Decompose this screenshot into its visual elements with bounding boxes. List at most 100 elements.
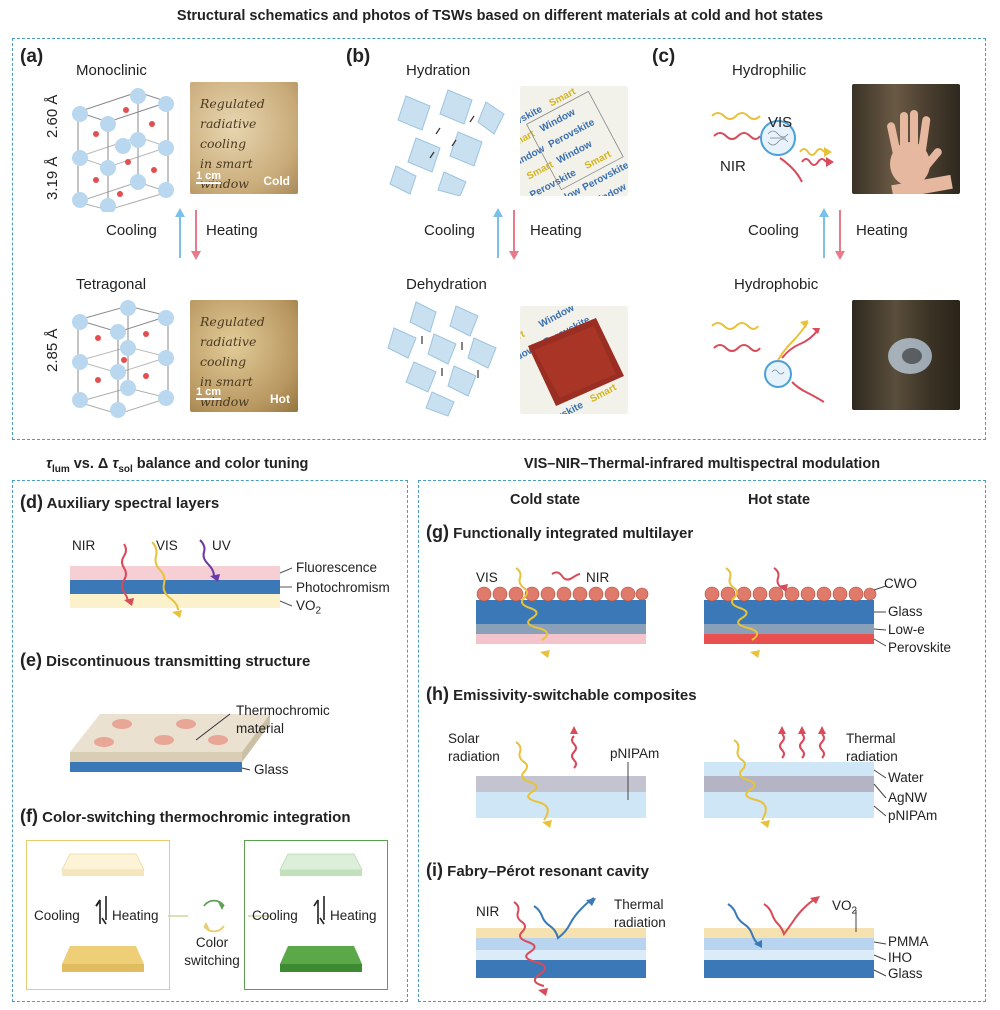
- right-section-heading: VIS–NIR–Thermal-infrared multispectral m…: [523, 456, 881, 472]
- panel-a-label: (a): [20, 46, 44, 67]
- panel-h-label: (h): [426, 684, 449, 704]
- panel-d-text: Auxiliary spectral layers: [46, 495, 220, 512]
- hydration-label: Hydration: [406, 62, 471, 79]
- a-cool-heat-arrows: [175, 208, 201, 260]
- cold-state-label: Cold state: [510, 492, 581, 508]
- b-cool-heat-arrows: [493, 208, 519, 260]
- color-switching-diagram: [61, 853, 363, 972]
- c-vis-label: VIS: [768, 114, 793, 131]
- tau-sol-symbol: τ: [112, 456, 119, 472]
- d-fluorescence-label: Fluorescence: [296, 560, 378, 575]
- photo-hydrophilic-hand: [852, 84, 960, 194]
- svg-text:Smart: Smart: [547, 86, 578, 109]
- panel-f-label: (f): [20, 806, 38, 826]
- f-cooling-right: Cooling: [252, 908, 298, 923]
- i-radiation-word: radiation: [614, 915, 666, 930]
- panel-i-label: (i): [426, 860, 443, 880]
- i-pmma-label: PMMA: [888, 934, 929, 949]
- h-solar-word: Solar: [448, 731, 480, 746]
- f-heating-right: Heating: [330, 908, 377, 923]
- panel-d-label: (d): [20, 492, 43, 512]
- c-cool-heat-arrows: [819, 208, 845, 260]
- auxiliary-layers-diagram: [70, 539, 293, 618]
- g-nir-label: NIR: [586, 570, 610, 585]
- balance-text: balance and color tuning: [132, 456, 309, 472]
- e-glass-label: Glass: [254, 762, 289, 777]
- fabry-perot-diagram: [476, 896, 887, 996]
- dehydrated-octahedra: [387, 301, 497, 417]
- panel-g-label: (g): [426, 522, 449, 542]
- photo-cold-line1: Regulated: [200, 96, 265, 111]
- photo-cold-scale: 1 cm: [196, 170, 222, 184]
- tau-lum-symbol: τ: [46, 456, 52, 472]
- c-nir-label: NIR: [720, 158, 746, 175]
- dim-260: 2.60 Å: [44, 94, 61, 138]
- h-thermal-label: Thermal radiation: [846, 730, 898, 766]
- photo-cold-sample: Regulated radiative cooling in smart win…: [190, 82, 298, 194]
- panel-e-label: (e): [20, 650, 42, 670]
- photo-hot-line2: radiative cooling: [200, 334, 257, 369]
- hot-state-label: Hot state: [748, 492, 811, 508]
- dehydration-label: Dehydration: [406, 276, 487, 293]
- i-iho-label: IHO: [888, 950, 913, 965]
- panel-e-text: Discontinuous transmitting structure: [46, 653, 311, 670]
- h-agnw-label: AgNW: [888, 790, 928, 805]
- top-panel-frame: [12, 38, 986, 440]
- f-switching-word: switching: [184, 953, 240, 968]
- panel-b-label: (b): [346, 46, 371, 67]
- hydrophobic-schematic: [711, 320, 825, 403]
- d-vis-label: VIS: [156, 538, 178, 553]
- i-nir-label: NIR: [476, 904, 500, 919]
- panel-i-text: Fabry–Pérot resonant cavity: [447, 863, 649, 880]
- photo-cold-line2: radiative cooling: [200, 116, 257, 151]
- photo-hot-line3: in smart window: [200, 374, 253, 409]
- photo-hydrophobic-sample: [852, 300, 960, 410]
- f-color-word: Color: [195, 935, 229, 950]
- figure-title: Structural schematics and photos of TSWs…: [176, 8, 824, 24]
- i-thermal-label: Thermal radiation: [614, 896, 666, 932]
- d-nir-label: NIR: [72, 538, 96, 553]
- tetragonal-lattice: [72, 300, 174, 418]
- d-photochromism-label: Photochromism: [296, 580, 390, 595]
- c-cooling-label: Cooling: [748, 222, 799, 239]
- d-vo2-text: VO: [296, 598, 316, 613]
- h-water-label: Water: [888, 770, 924, 785]
- dim-285: 2.85 Å: [44, 328, 61, 372]
- i-vo2-label: VO2: [832, 898, 857, 917]
- h-thermal-radiation-word: radiation: [846, 749, 898, 764]
- panel-h-text: Emissivity-switchable composites: [453, 687, 697, 704]
- photo-cold-tag: Cold: [263, 174, 290, 188]
- g-glass-label: Glass: [888, 604, 923, 619]
- panel-i-title: (i) Fabry–Pérot resonant cavity: [426, 860, 649, 881]
- d-vo2-sub: 2: [315, 605, 322, 617]
- panel-d-title: (d) Auxiliary spectral layers: [20, 492, 219, 513]
- photo-cold-line3: in smart window: [200, 156, 253, 191]
- b-heating-label: Heating: [530, 222, 582, 239]
- panel-g-title: (g) Functionally integrated multilayer: [426, 522, 693, 543]
- h-thermal-word: Thermal: [846, 731, 896, 746]
- e-thermochromic-line1: Thermochromic: [236, 703, 330, 718]
- d-vo2-label: VO2: [296, 598, 321, 617]
- photo-hot-scale: 1 cm: [196, 386, 222, 400]
- h-pnipam-label: pNIPAm: [888, 808, 938, 823]
- g-vis-label: VIS: [476, 570, 498, 585]
- e-thermochromic-label: Thermochromic material: [236, 702, 330, 738]
- dim-319: 3.19 Å: [44, 156, 61, 200]
- g-perovskite-label: Perovskite: [888, 640, 952, 655]
- f-cooling-left: Cooling: [34, 908, 80, 923]
- monoclinic-label: Monoclinic: [76, 62, 147, 79]
- c-heating-label: Heating: [856, 222, 908, 239]
- e-thermochromic-line2: material: [236, 721, 285, 736]
- i-thermal-word: Thermal: [614, 897, 664, 912]
- photo-hot-line1: Regulated: [200, 314, 265, 329]
- hydrophilic-schematic: [711, 112, 834, 183]
- panel-g-text: Functionally integrated multilayer: [453, 525, 694, 542]
- f-yellow-box: [26, 840, 170, 990]
- g-cwo-label: CWO: [884, 576, 917, 591]
- tau-lum-sub: lum: [51, 463, 70, 475]
- panel-f-title: (f) Color-switching thermochromic integr…: [20, 806, 351, 827]
- h-pnipam-top-label: pNIPAm: [610, 746, 660, 761]
- photo-hot-tag: Hot: [270, 392, 290, 406]
